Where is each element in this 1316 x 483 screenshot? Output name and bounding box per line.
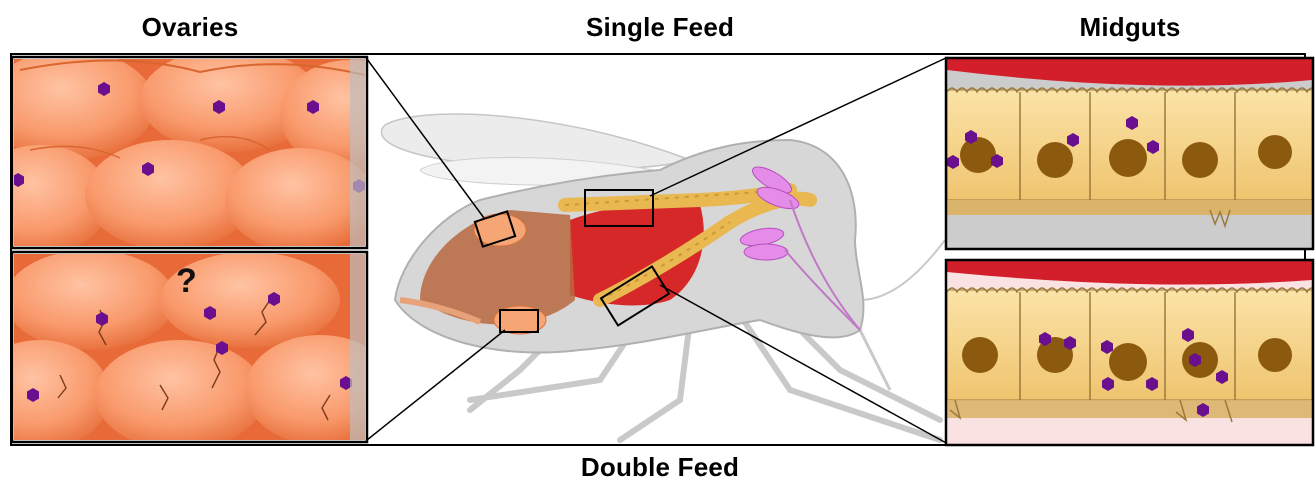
ovary-double-feed-panel [0,250,395,450]
midgut-double-feed-panel [947,261,1316,444]
midgut-single-feed-panel [947,59,1316,248]
mosquito-body [381,114,945,440]
ovary-single-feed-panel [0,48,420,255]
basal-lamina [947,400,1312,418]
mosquito-antenna [860,240,945,300]
unknown-effect-question-mark: ? [176,262,197,301]
basal-lamina [947,200,1312,215]
